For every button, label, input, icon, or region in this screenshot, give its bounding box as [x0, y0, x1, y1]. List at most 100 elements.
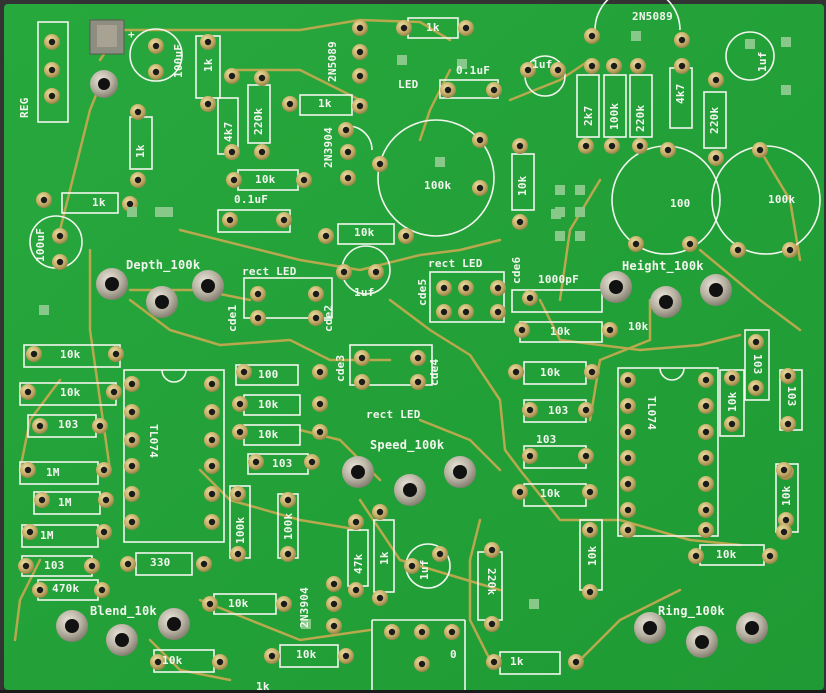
- pad-depth-2: [146, 286, 178, 318]
- pad-hole: [678, 36, 686, 44]
- square-pad: [163, 207, 173, 217]
- pad-hole: [340, 268, 348, 276]
- pad-hole: [712, 76, 720, 84]
- pad-hole: [606, 326, 614, 334]
- label-pot-depth: Depth_100k: [126, 258, 201, 272]
- label-r-1k-e: 1k: [510, 655, 524, 668]
- pad-hole: [702, 428, 710, 436]
- pad-hole: [494, 284, 502, 292]
- pad-hole: [490, 658, 498, 666]
- label-r-220k-c: 220k: [708, 106, 721, 134]
- pad-hole: [624, 506, 632, 514]
- pad-hole: [56, 232, 64, 240]
- pad-hole: [48, 66, 56, 74]
- label-r-1m-c: 1M: [40, 529, 54, 542]
- label-r-1k-c: 1k: [318, 97, 332, 110]
- pad-hole: [240, 368, 248, 376]
- pad-speed-1: [342, 456, 374, 488]
- pad-hole: [352, 518, 360, 526]
- pad-hole: [780, 466, 788, 474]
- pad-hole: [128, 518, 136, 526]
- pad-hole: [780, 528, 788, 536]
- label-rect-led-c: rect LED: [366, 408, 421, 421]
- pad-hole: [344, 148, 352, 156]
- pad-hole: [128, 462, 136, 470]
- label-r-10k-c: 10k: [550, 325, 571, 338]
- pad-hole: [582, 452, 590, 460]
- label-r-220k-b: 220k: [634, 104, 647, 132]
- pad-hole: [226, 216, 234, 224]
- pad-hole: [26, 528, 34, 536]
- pad-hole: [234, 550, 242, 558]
- square-pad: [631, 31, 641, 41]
- label-plus: +: [128, 28, 135, 41]
- pad-hole: [756, 146, 764, 154]
- pad-hole: [526, 294, 534, 302]
- label-r-10k-m: 10k: [780, 485, 793, 506]
- pad-hole: [786, 246, 794, 254]
- label-ic-left: TL074: [147, 424, 160, 459]
- pad-hole: [702, 376, 710, 384]
- pad-hole: [734, 246, 742, 254]
- pad-hole: [376, 160, 384, 168]
- pad-hole: [588, 32, 596, 40]
- pad-hole: [526, 452, 534, 460]
- pad-hole: [342, 126, 350, 134]
- pad-hole: [48, 38, 56, 46]
- board-surface: [4, 4, 824, 690]
- label-r-220k-a: 220k: [252, 107, 265, 135]
- pad-hole: [208, 490, 216, 498]
- label-r-4k7-a: 4k7: [222, 121, 235, 142]
- pad-hole: [436, 550, 444, 558]
- label-cap-1uf-bottom: 1uf: [418, 559, 431, 580]
- pad-speed-2: [394, 474, 426, 506]
- pad-hole: [752, 384, 760, 392]
- pad-hole: [462, 308, 470, 316]
- pad-hole: [634, 62, 642, 70]
- pad-blend-3: [158, 608, 190, 640]
- pad-depth-1: [96, 268, 128, 300]
- pad-hole: [126, 200, 134, 208]
- pad-hole: [476, 136, 484, 144]
- label-r-10k-e: 10k: [60, 348, 81, 361]
- pad-hole: [608, 142, 616, 150]
- pad-hole: [582, 406, 590, 414]
- pad-hole: [300, 176, 308, 184]
- label-r-100k-d: 100k: [282, 512, 295, 540]
- pad-hole: [488, 620, 496, 628]
- label-r-10k-o: 10k: [162, 654, 183, 667]
- pad-hole: [462, 284, 470, 292]
- pad-hole: [388, 628, 396, 636]
- pad-hole: [712, 154, 720, 162]
- pad-hole: [312, 290, 320, 298]
- pad-hole: [280, 600, 288, 608]
- label-cde5: cde5: [416, 278, 429, 306]
- label-pot-ring: Ring_100k: [658, 604, 725, 618]
- square-pad: [555, 231, 565, 241]
- pad-hole: [414, 354, 422, 362]
- label-cap-1uf-tr: 1uf: [756, 51, 769, 72]
- square-pad: [575, 185, 585, 195]
- pad-hole: [134, 176, 142, 184]
- pad-hole: [784, 372, 792, 380]
- label-r-103-a: 103: [58, 418, 79, 431]
- pad-hole: [316, 368, 324, 376]
- pad-hole: [582, 142, 590, 150]
- label-r-1k-d: 1k: [378, 551, 391, 565]
- pad-hole: [352, 586, 360, 594]
- label-r-103-d: 103: [536, 433, 557, 446]
- pad-hole: [636, 142, 644, 150]
- label-r-10k-f: 10k: [60, 386, 81, 399]
- pad-hole: [518, 326, 526, 334]
- pad-hole: [462, 24, 470, 32]
- pad-hole: [98, 586, 106, 594]
- label-pot-speed: Speed_100k: [370, 438, 445, 452]
- pad-hole: [308, 458, 316, 466]
- square-pad: [555, 185, 565, 195]
- square-pad: [575, 207, 585, 217]
- pad-hole: [632, 240, 640, 248]
- pad-hole: [414, 378, 422, 386]
- pad-hole: [102, 496, 110, 504]
- pad-hole: [216, 658, 224, 666]
- label-cde2: cde2: [322, 304, 335, 332]
